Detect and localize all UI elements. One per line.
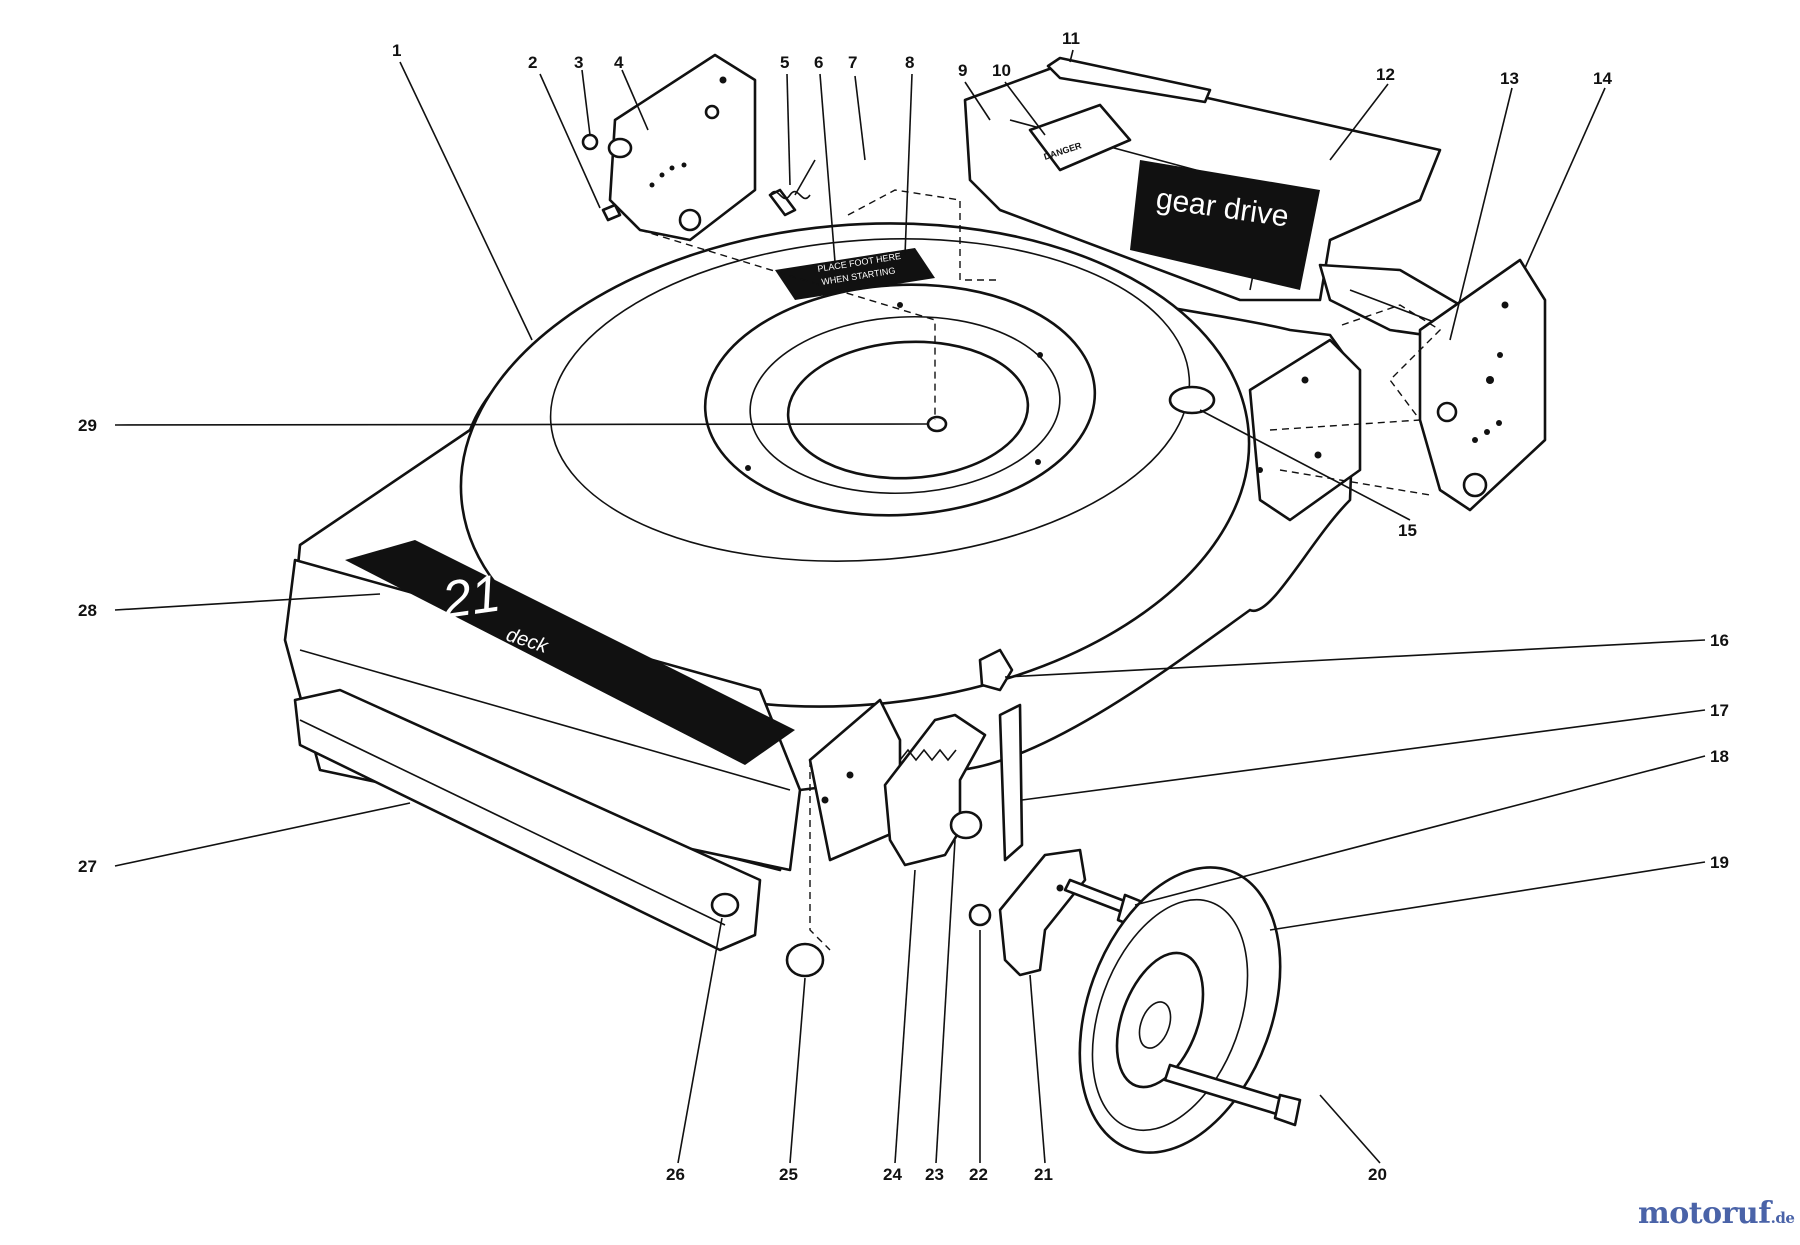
nut-29 bbox=[926, 415, 948, 433]
torsion-spring bbox=[768, 159, 816, 217]
leader-lines bbox=[114, 49, 1706, 1164]
model-decal: 21 deck bbox=[345, 540, 795, 765]
wheel bbox=[1078, 866, 1282, 1154]
callout-20: 20 bbox=[1368, 1165, 1387, 1184]
screw-2 bbox=[601, 203, 622, 222]
wheel-axle-plate bbox=[968, 848, 1087, 977]
callout-15: 15 bbox=[1398, 521, 1417, 540]
watermark-logo: motoruf.de bbox=[1638, 1196, 1795, 1231]
wheel-axle-bolt bbox=[1163, 1063, 1302, 1127]
callout-6: 6 bbox=[814, 53, 823, 72]
callout-17: 17 bbox=[1710, 701, 1729, 720]
callout-28: 28 bbox=[78, 601, 97, 620]
nut-4-hardware bbox=[607, 137, 633, 159]
front-baffle bbox=[293, 688, 825, 978]
callout-27: 27 bbox=[78, 857, 97, 876]
front-height-bracket-upper bbox=[608, 53, 757, 242]
callout-4: 4 bbox=[614, 53, 624, 72]
callout-8: 8 bbox=[905, 53, 914, 72]
height-lever bbox=[998, 703, 1024, 862]
callout-25: 25 bbox=[779, 1165, 798, 1184]
callout-21: 21 bbox=[1034, 1165, 1053, 1184]
callout-16: 16 bbox=[1710, 631, 1729, 650]
callout-9: 9 bbox=[958, 61, 967, 80]
model-decal-number: 21 bbox=[438, 564, 504, 630]
watermark-tld: .de bbox=[1770, 1209, 1795, 1227]
callout-7: 7 bbox=[848, 53, 857, 72]
callout-10: 10 bbox=[992, 61, 1011, 80]
callout-22: 22 bbox=[969, 1165, 988, 1184]
nut-26 bbox=[710, 892, 740, 918]
watermark-brand: motoruf bbox=[1638, 1196, 1771, 1231]
callout-5: 5 bbox=[780, 53, 789, 72]
hinge-rod bbox=[1046, 56, 1212, 104]
callout-19: 19 bbox=[1710, 853, 1729, 872]
callout-26: 26 bbox=[666, 1165, 685, 1184]
callout-23: 23 bbox=[925, 1165, 944, 1184]
callout-labels: 1 2 3 4 5 6 7 8 9 10 11 12 13 14 15 16 1… bbox=[78, 29, 1729, 1184]
callout-3: 3 bbox=[574, 53, 583, 72]
callout-24: 24 bbox=[883, 1165, 902, 1184]
callout-12: 12 bbox=[1376, 65, 1395, 84]
callout-18: 18 bbox=[1710, 747, 1729, 766]
foot-placement-decal: PLACE FOOT HERE WHEN STARTING bbox=[775, 248, 935, 300]
grass-deflector-tab bbox=[978, 648, 1014, 692]
callout-29: 29 bbox=[78, 416, 97, 435]
washer-25 bbox=[785, 942, 825, 978]
front-height-adjuster bbox=[883, 703, 1024, 867]
nut-3 bbox=[581, 133, 599, 151]
mower-deck-housing bbox=[283, 222, 1362, 872]
callout-13: 13 bbox=[1500, 69, 1519, 88]
callout-11: 11 bbox=[1062, 29, 1080, 48]
callout-1: 1 bbox=[392, 41, 401, 60]
assembly-guide-lines bbox=[639, 189, 1442, 951]
rear-height-bracket bbox=[1418, 258, 1547, 512]
callout-2: 2 bbox=[528, 53, 537, 72]
discharge-shield: gear drive DANGER bbox=[963, 63, 1442, 302]
callout-14: 14 bbox=[1593, 69, 1612, 88]
